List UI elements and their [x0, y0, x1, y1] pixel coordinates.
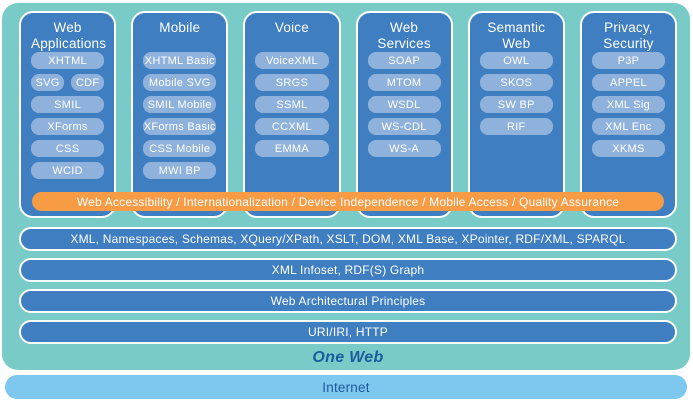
layer-xml-infoset: XML Infoset, RDF(S) Graph — [19, 258, 677, 282]
layer-xml-core-label: XML, Namespaces, Schemas, XQuery/XPath, … — [70, 232, 626, 246]
column-title: Semantic Web — [487, 20, 546, 51]
tech-pill-svg: SVG — [31, 74, 65, 91]
column-title: Web Applications — [31, 20, 107, 51]
tech-pill-wsdl: WSDL — [367, 96, 441, 113]
layer-uri-http-label: URI/IRI, HTTP — [308, 325, 388, 339]
tech-pill-skos: SKOS — [479, 74, 553, 91]
internet-bar: Internet — [5, 375, 687, 399]
tech-pill-mwi-bp: MWI BP — [143, 162, 217, 179]
tech-pill-srgs: SRGS — [255, 74, 329, 91]
layer-uri-http: URI/IRI, HTTP — [19, 320, 677, 344]
tech-pill-cdf: CDF — [71, 74, 105, 91]
tech-pill-rif: RIF — [479, 118, 553, 135]
tech-pill-sw-bp: SW BP — [479, 96, 553, 113]
layer-web-architectural-principles-label: Web Architectural Principles — [270, 294, 426, 308]
one-web-label: One Web — [312, 349, 384, 366]
tech-pill-emma: EMMA — [255, 140, 329, 157]
tech-pill-css-mobile: CSS Mobile — [143, 140, 217, 157]
tech-pill-owl: OWL — [479, 52, 553, 69]
tech-pill-ws-a: WS-A — [367, 140, 441, 157]
tech-pill-xkms: XKMS — [591, 140, 666, 157]
tech-pill-xml-enc: XML Enc — [591, 118, 666, 135]
tech-pill-soap: SOAP — [367, 52, 441, 69]
column-title: Voice — [274, 20, 309, 35]
tech-pill-appel: APPEL — [591, 74, 666, 91]
tech-pill-mobile-svg: Mobile SVG — [143, 74, 217, 91]
tech-pill-ssml: SSML — [255, 96, 329, 113]
tech-pill-ccxml: CCXML — [255, 118, 329, 135]
tech-pill-p3p: P3P — [591, 52, 666, 69]
tech-pill-xhtml: XHTML — [31, 52, 105, 69]
tech-pill-ws-cdl: WS-CDL — [367, 118, 441, 135]
internet-label: Internet — [322, 379, 370, 395]
horizontal-activities-label: Web Accessibility / Internationalization… — [76, 194, 620, 209]
layer-xml-core: XML, Namespaces, Schemas, XQuery/XPath, … — [19, 227, 677, 251]
tech-pill-smil-mobile: SMIL Mobile — [143, 96, 217, 113]
tech-pill-xml-sig: XML Sig — [591, 96, 666, 113]
tech-pill-wcid: WCID — [31, 162, 105, 179]
horizontal-activities-bar: Web Accessibility / Internationalization… — [32, 192, 664, 211]
layer-web-architectural-principles: Web Architectural Principles — [19, 289, 677, 313]
tech-pill-smil: SMIL — [31, 96, 105, 113]
tech-pill-xhtml-basic: XHTML Basic — [143, 52, 217, 69]
column-title: Web Services — [377, 20, 431, 51]
tech-pill-voicexml: VoiceXML — [255, 52, 329, 69]
tech-pill-css: CSS — [31, 140, 105, 157]
tech-pill-xforms: XForms — [31, 118, 105, 135]
tech-pill-xforms-basic: XForms Basic — [143, 118, 217, 135]
column-title: Mobile — [159, 20, 201, 35]
tech-pill-mtom: MTOM — [367, 74, 441, 91]
column-title: Privacy, Security — [603, 20, 654, 51]
layer-xml-infoset-label: XML Infoset, RDF(S) Graph — [271, 263, 425, 277]
